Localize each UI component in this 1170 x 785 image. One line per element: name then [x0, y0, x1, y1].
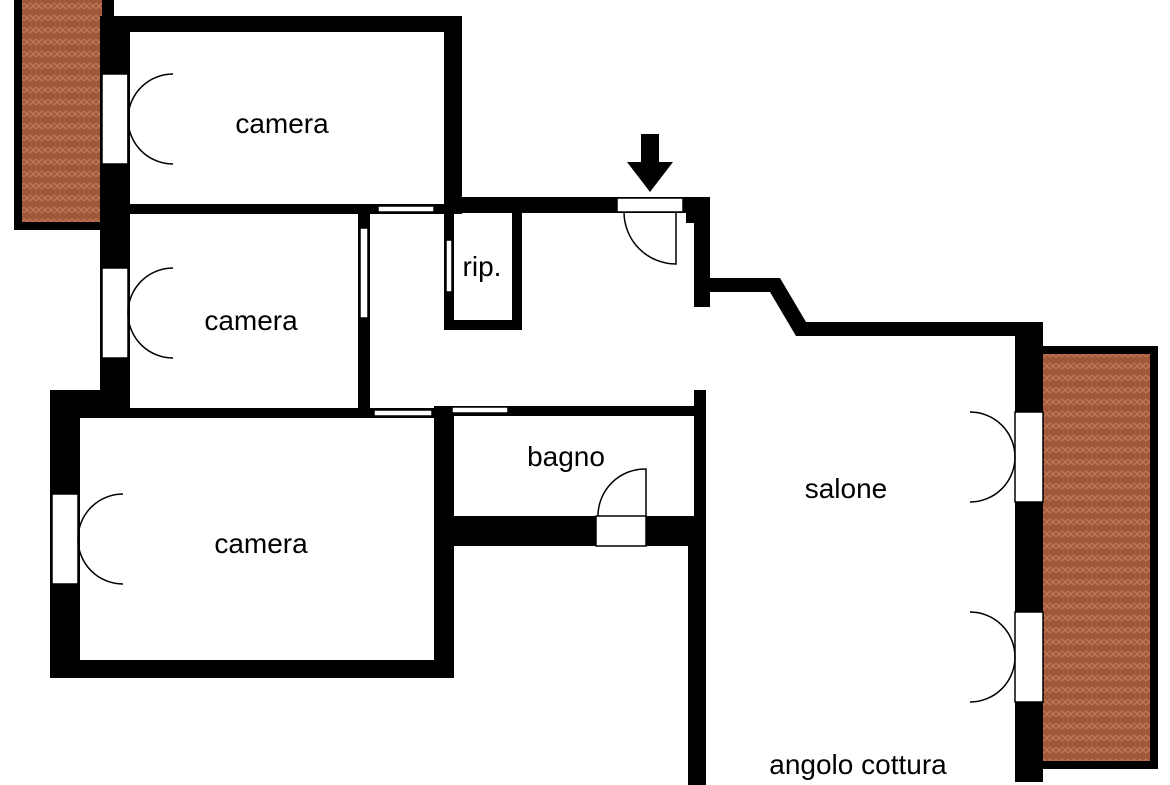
balcony-left	[14, 0, 114, 230]
room-label-camera-bottom: camera	[214, 528, 308, 559]
walls	[50, 16, 1043, 785]
room-label-bagno: bagno	[527, 441, 605, 472]
balcony-right	[1035, 346, 1158, 769]
room-label-angolo-cottura: angolo cottura	[769, 749, 947, 780]
openings	[51, 73, 1044, 703]
room-label-camera-top: camera	[235, 108, 329, 139]
room-label-salone: salone	[805, 473, 888, 504]
room-label-camera-middle: camera	[204, 305, 298, 336]
arrow-down-icon	[627, 134, 673, 192]
room-label-ripostiglio: rip.	[463, 251, 502, 282]
